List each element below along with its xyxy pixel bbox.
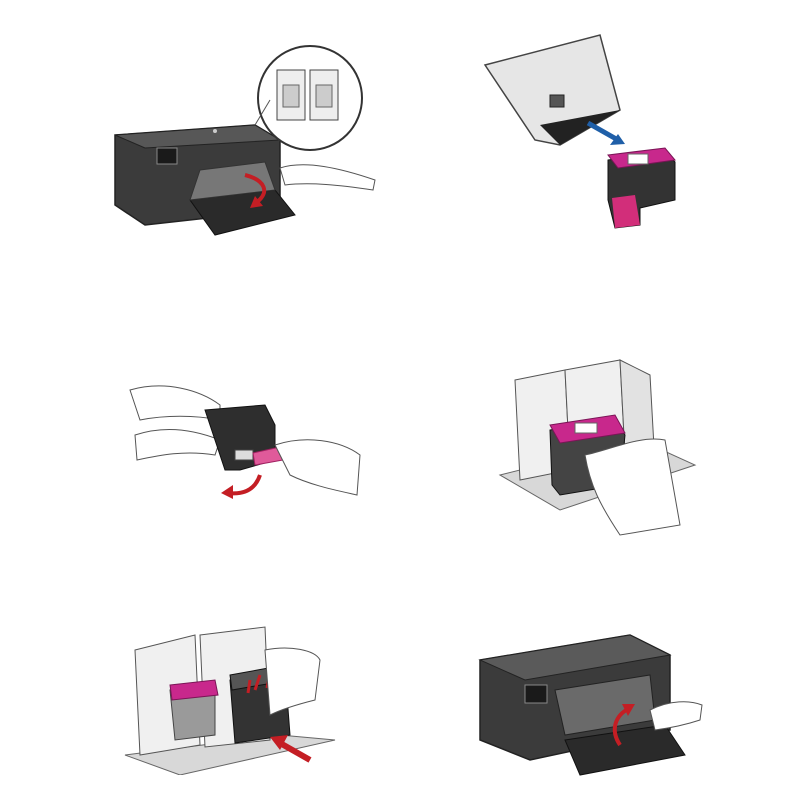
- printer-open-icon: [105, 40, 390, 240]
- printer-close-icon: [470, 630, 705, 780]
- cartridge-insert-carriage-icon: [490, 355, 700, 540]
- step-3-remove-tape-illustration: [125, 375, 365, 525]
- cartridge-unwrap-icon: [480, 30, 690, 230]
- step-2-unwrap-cartridge-illustration: [480, 30, 690, 230]
- step-6-close-access-door-illustration: [470, 630, 705, 780]
- step-4-insert-cartridge-illustration: [490, 355, 700, 540]
- cartridge-push-into-slot-icon: [120, 625, 340, 775]
- step-1-open-access-door-illustration: [105, 40, 390, 240]
- step-5-push-cartridge-illustration: [120, 625, 340, 775]
- cartridge-remove-tape-icon: [125, 375, 365, 525]
